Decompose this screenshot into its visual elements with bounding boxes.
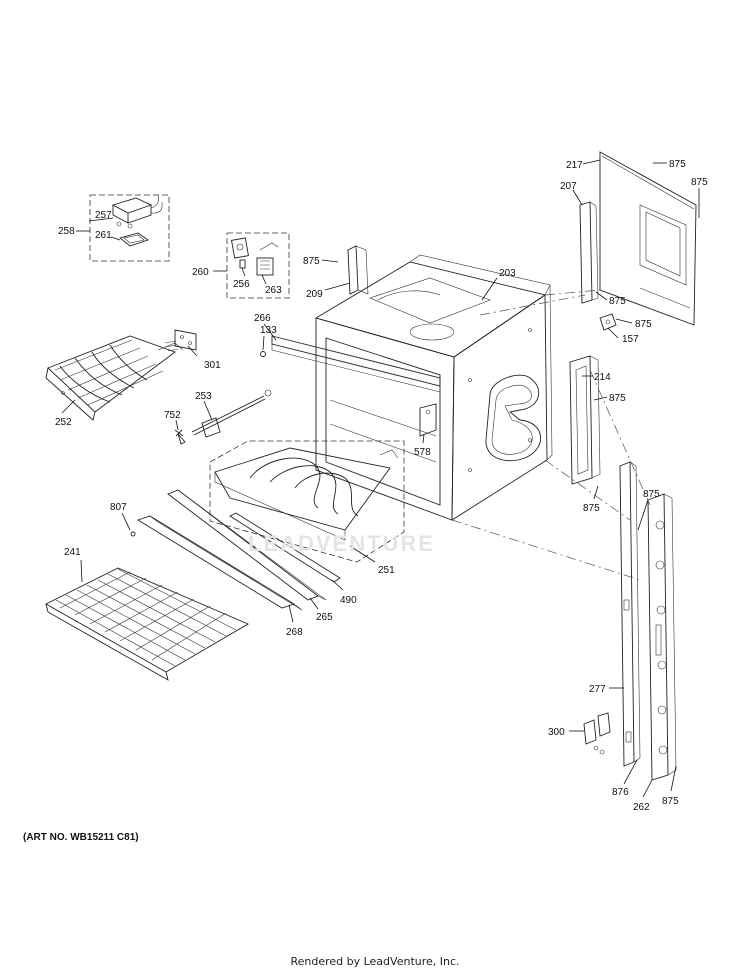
callout-252: 252 — [55, 417, 72, 428]
group-box-258 — [89, 194, 170, 262]
channel-214 — [569, 355, 601, 485]
callout-263: 263 — [265, 285, 282, 296]
callout-490: 490 — [340, 595, 357, 606]
bracket-209 — [347, 245, 369, 295]
callout-268: 268 — [286, 627, 303, 638]
callout-258: 258 — [58, 226, 75, 237]
guide-line — [544, 459, 631, 521]
bake-element-251 — [214, 447, 399, 541]
switch-assembly-260 — [231, 237, 279, 276]
oven-rack-241 — [45, 567, 249, 681]
callout-875: 875 — [691, 177, 708, 188]
callout-875: 875 — [583, 503, 600, 514]
callout-875: 875 — [609, 296, 626, 307]
group-box-260 — [226, 232, 290, 299]
art-number: (ART NO. WB15211 C81) — [23, 832, 139, 843]
callout-241: 241 — [64, 547, 81, 558]
callout-262: 262 — [633, 802, 650, 813]
side-trim-262 — [647, 493, 677, 781]
temperature-sensor-253 — [191, 389, 272, 438]
relay-base-261 — [119, 232, 149, 247]
broil-element-252 — [45, 335, 184, 421]
callout-875: 875 — [609, 393, 626, 404]
callout-807: 807 — [110, 502, 127, 513]
callout-875: 875 — [669, 159, 686, 170]
callout-157: 157 — [622, 334, 639, 345]
guide-line — [544, 289, 601, 296]
callout-217: 217 — [566, 160, 583, 171]
callout-875: 875 — [635, 319, 652, 330]
rear-panel-217 — [599, 151, 697, 326]
oven-cavity-203 — [314, 254, 553, 521]
callout-253: 253 — [195, 391, 212, 402]
bracket-301 — [164, 329, 197, 352]
callout-875: 875 — [662, 796, 679, 807]
side-trim-277 — [619, 461, 641, 767]
callout-214: 214 — [594, 372, 611, 383]
guide-line — [479, 294, 586, 316]
callout-261: 261 — [95, 230, 112, 241]
leader-lines — [61, 159, 700, 798]
bracket-578 — [419, 403, 437, 437]
guide-line — [451, 519, 641, 581]
callout-266: 266 — [254, 313, 271, 324]
callout-251: 251 — [378, 565, 395, 576]
relay-assembly-257 — [111, 194, 163, 229]
callout-875: 875 — [303, 256, 320, 267]
rack-support-265 — [167, 489, 327, 601]
callout-277: 277 — [589, 684, 606, 695]
callout-300: 300 — [548, 727, 565, 738]
callout-578: 578 — [414, 447, 431, 458]
callout-207: 207 — [560, 181, 577, 192]
thermostat-157 — [599, 313, 617, 331]
rack-guide-490 — [229, 512, 341, 583]
guide-line — [589, 369, 651, 506]
rack-support-268 — [136, 515, 303, 611]
group-box-251 — [209, 440, 405, 563]
channel-207 — [579, 201, 599, 304]
callout-257: 257 — [95, 210, 112, 221]
callout-256: 256 — [233, 279, 250, 290]
callout-133: 133 — [260, 325, 277, 336]
screw-807 — [130, 531, 136, 537]
callout-876: 876 — [612, 787, 629, 798]
vent-bar-266 — [271, 335, 441, 393]
callout-260: 260 — [192, 267, 209, 278]
screw-752 — [174, 429, 186, 445]
callout-752: 752 — [164, 410, 181, 421]
callout-209: 209 — [306, 289, 323, 300]
watermark: LEADVENTURE — [248, 531, 436, 556]
callout-203: 203 — [499, 268, 516, 279]
callout-301: 301 — [204, 360, 221, 371]
callout-265: 265 — [316, 612, 333, 623]
screw-133 — [260, 351, 266, 357]
footer-credit: Rendered by LeadVenture, Inc. — [290, 955, 460, 968]
callout-875: 875 — [643, 489, 660, 500]
hinge-300 — [583, 712, 611, 755]
